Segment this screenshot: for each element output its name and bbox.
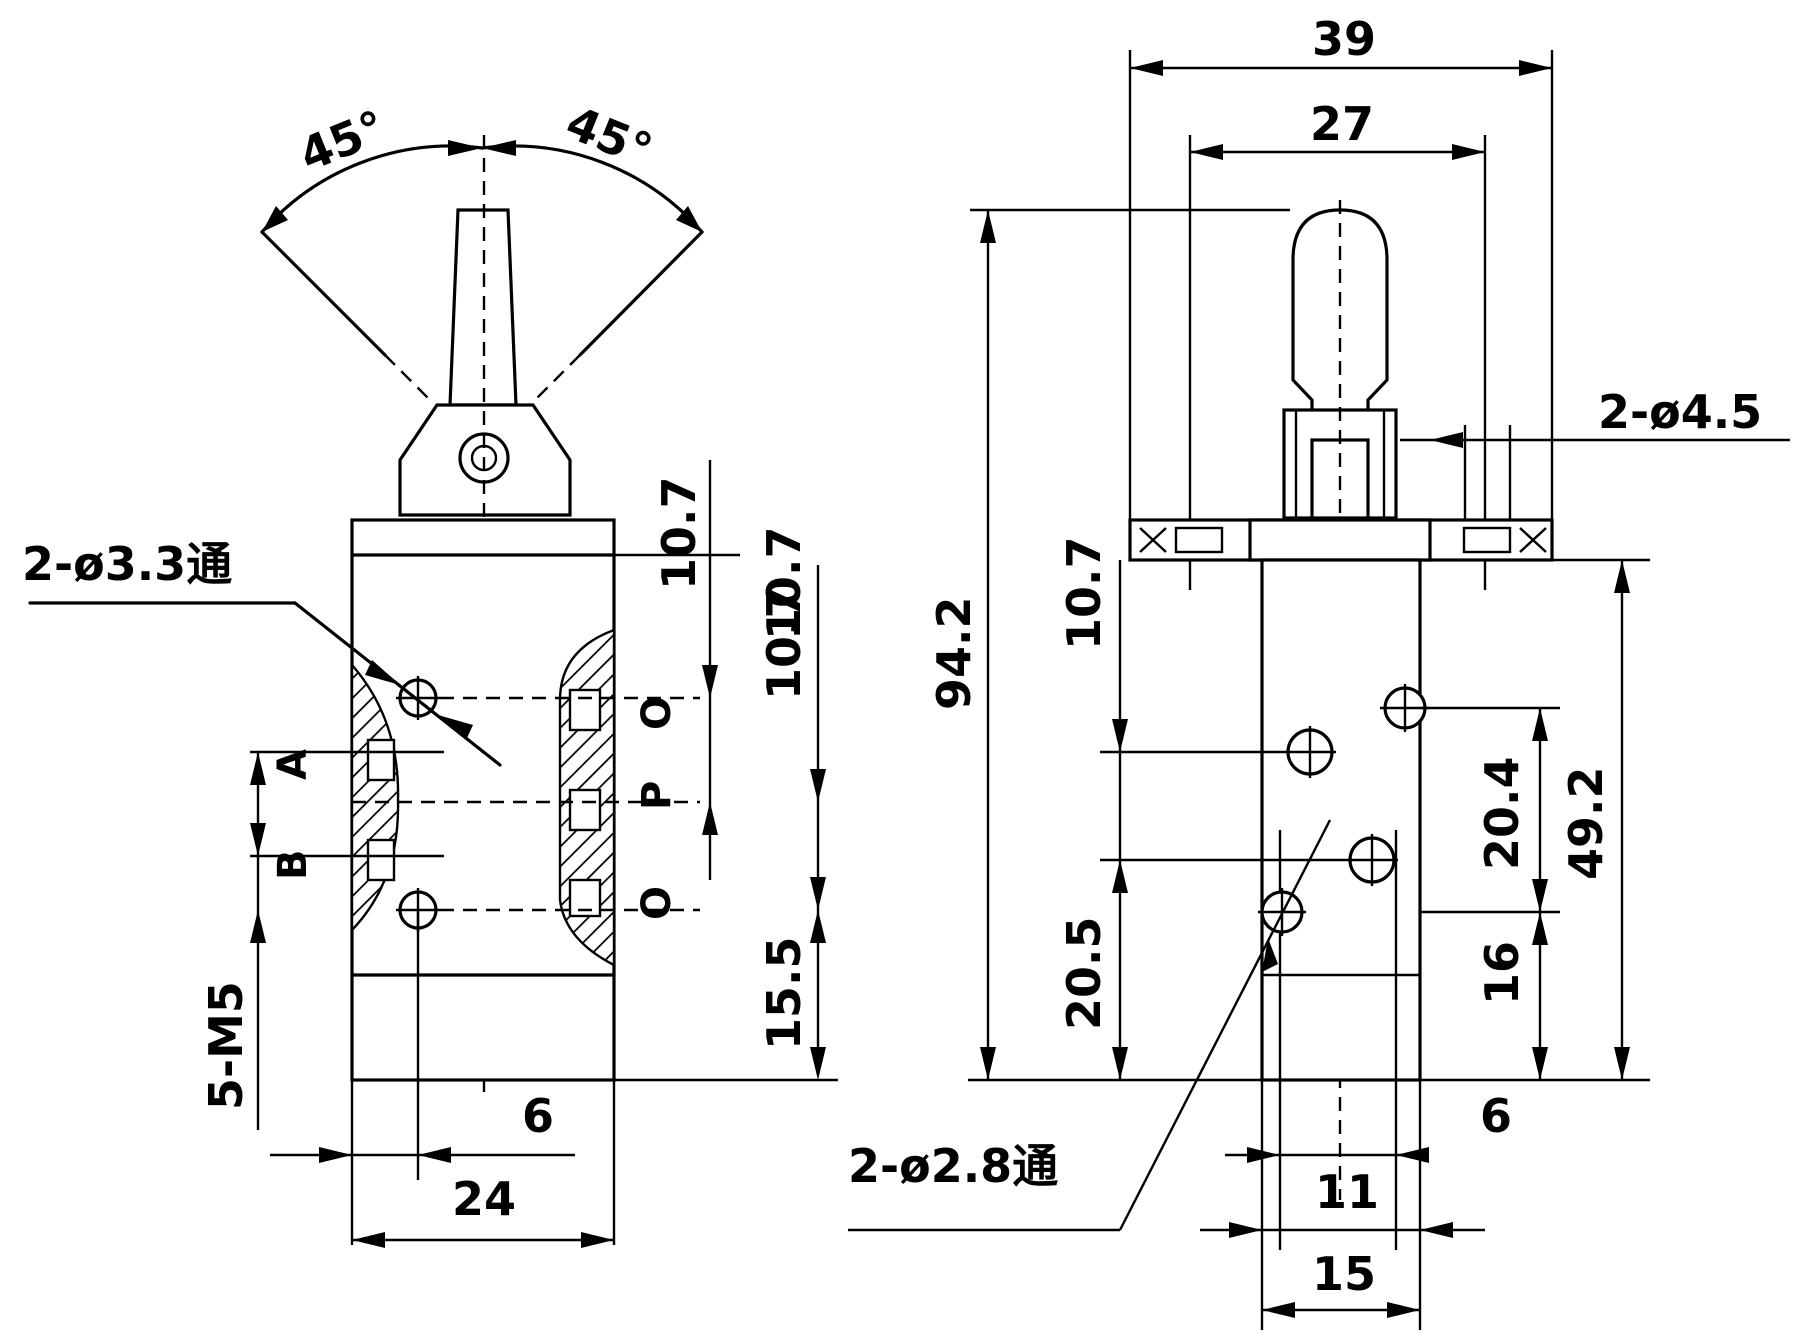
arc-arrow-icon bbox=[448, 140, 482, 156]
angle-label-right: 45° bbox=[559, 95, 660, 178]
thread-note: 5-M5 bbox=[199, 981, 253, 1110]
port-o-bore bbox=[568, 688, 602, 732]
dim-arrow-icon bbox=[702, 665, 718, 698]
dim-arrow-icon bbox=[1262, 1302, 1295, 1318]
bottom-offset-dim: 15.5 bbox=[757, 937, 811, 1051]
port-label-b: B bbox=[270, 850, 316, 881]
hole-note: 2-ø3.3通 bbox=[22, 537, 232, 591]
body-width-dim: 15 bbox=[1312, 1247, 1376, 1301]
dim-arrow-icon bbox=[980, 210, 996, 243]
side-hole-note: 2-ø2.8通 bbox=[848, 1139, 1058, 1193]
port-b-bore bbox=[366, 838, 396, 882]
bottom-height-dim: 16 bbox=[1475, 941, 1529, 1005]
leader-arrow-icon bbox=[365, 660, 400, 685]
arc-arrow-icon bbox=[262, 206, 288, 232]
flange-hole-right bbox=[1462, 526, 1512, 554]
flange-x-marks bbox=[1139, 527, 1547, 553]
port-a-bore bbox=[366, 738, 396, 782]
leader-arrow-icon bbox=[1262, 938, 1278, 972]
dim-arrow-icon bbox=[1452, 144, 1485, 160]
dim-arrow-icon bbox=[319, 1147, 352, 1163]
angle-ext-left-dash bbox=[384, 354, 431, 401]
dim-arrow-icon bbox=[1387, 1302, 1420, 1318]
inner-width-dim: 11 bbox=[1315, 1165, 1379, 1219]
dim-arrow-icon bbox=[1112, 1047, 1128, 1080]
dim-arrow-icon bbox=[250, 823, 266, 856]
dim-arrow-icon bbox=[250, 752, 266, 785]
dim-arrow-icon bbox=[810, 910, 826, 943]
angle-arc-right bbox=[480, 144, 704, 234]
body-height-dim: 49.2 bbox=[1559, 767, 1613, 881]
dim-arrow-icon bbox=[810, 877, 826, 910]
dim-arrow-icon bbox=[1130, 60, 1163, 76]
port-label-o-top: O bbox=[634, 696, 680, 730]
overall-width-dim: 39 bbox=[1312, 12, 1376, 66]
angle-ext-right bbox=[578, 230, 704, 357]
dim-arrow-icon bbox=[980, 1047, 996, 1080]
dim-arrow-icon bbox=[1532, 708, 1548, 741]
dim-arrow-icon bbox=[250, 910, 266, 943]
arc-arrow-icon bbox=[676, 206, 702, 232]
dim-arrow-icon bbox=[1396, 1147, 1429, 1163]
angle-ext-right-dash bbox=[534, 354, 581, 401]
flange-center bbox=[1248, 518, 1432, 562]
mid-spacing-dim: 20.4 bbox=[1475, 757, 1529, 871]
mount-hole-note: 2-ø4.5 bbox=[1598, 385, 1762, 439]
pitch-dim-3: 10.7 bbox=[757, 587, 811, 701]
valve-body-side bbox=[1260, 558, 1422, 1082]
pitch-dim-1: 10.7 bbox=[652, 477, 706, 591]
left-view: 45° 45° bbox=[22, 95, 838, 1248]
dim-arrow-icon bbox=[418, 1147, 451, 1163]
dim-arrow-icon bbox=[1247, 1147, 1280, 1163]
arc-arrow-icon bbox=[482, 140, 516, 156]
leader-arrow-icon bbox=[1430, 432, 1463, 448]
dim-arrow-icon bbox=[581, 1232, 614, 1248]
port-label-p: P bbox=[634, 781, 680, 810]
port-p-bore bbox=[568, 788, 602, 832]
dim-arrow-icon bbox=[810, 769, 826, 802]
dim-arrow-icon bbox=[1614, 1047, 1630, 1080]
pitch-dim-2: 10.7 bbox=[757, 527, 811, 641]
dim-arrow-icon bbox=[1532, 912, 1548, 945]
leader-arrow-icon bbox=[438, 715, 473, 740]
angle-ext-left bbox=[260, 230, 387, 357]
dim-arrow-icon bbox=[810, 1047, 826, 1080]
angle-label-left: 45° bbox=[292, 100, 393, 183]
right-hole-offset-dim: 6 bbox=[1480, 1089, 1512, 1143]
hole-leader bbox=[1118, 819, 1332, 1231]
lower-height-dim: 20.5 bbox=[1057, 917, 1111, 1031]
dim-arrow-icon bbox=[1420, 1222, 1453, 1238]
dim-arrow-icon bbox=[1229, 1222, 1262, 1238]
dim-arrow-icon bbox=[702, 802, 718, 835]
dim-arrow-icon bbox=[1532, 1047, 1548, 1080]
flange-hole-left bbox=[1174, 526, 1224, 554]
dim-arrow-icon bbox=[1519, 60, 1552, 76]
upper-pitch-dim: 10.7 bbox=[1057, 537, 1111, 651]
angle-arc-left bbox=[260, 144, 484, 234]
total-height-dim: 94.2 bbox=[927, 597, 981, 711]
dim-arrow-icon bbox=[1532, 879, 1548, 912]
port-label-o-bottom: O bbox=[634, 886, 680, 920]
dim-arrow-icon bbox=[352, 1232, 385, 1248]
width-dim: 24 bbox=[452, 1172, 516, 1226]
dim-arrow-icon bbox=[1190, 144, 1223, 160]
hole-spacing-dim: 27 bbox=[1310, 97, 1374, 151]
dim-arrow-icon bbox=[1614, 560, 1630, 593]
right-view: 39 27 2-ø4.5 bbox=[848, 12, 1790, 1330]
hole-offset-dim: 6 bbox=[522, 1089, 554, 1143]
dim-arrow-icon bbox=[1112, 860, 1128, 893]
port-label-a: A bbox=[270, 749, 316, 780]
dim-arrow-icon bbox=[1112, 719, 1128, 752]
